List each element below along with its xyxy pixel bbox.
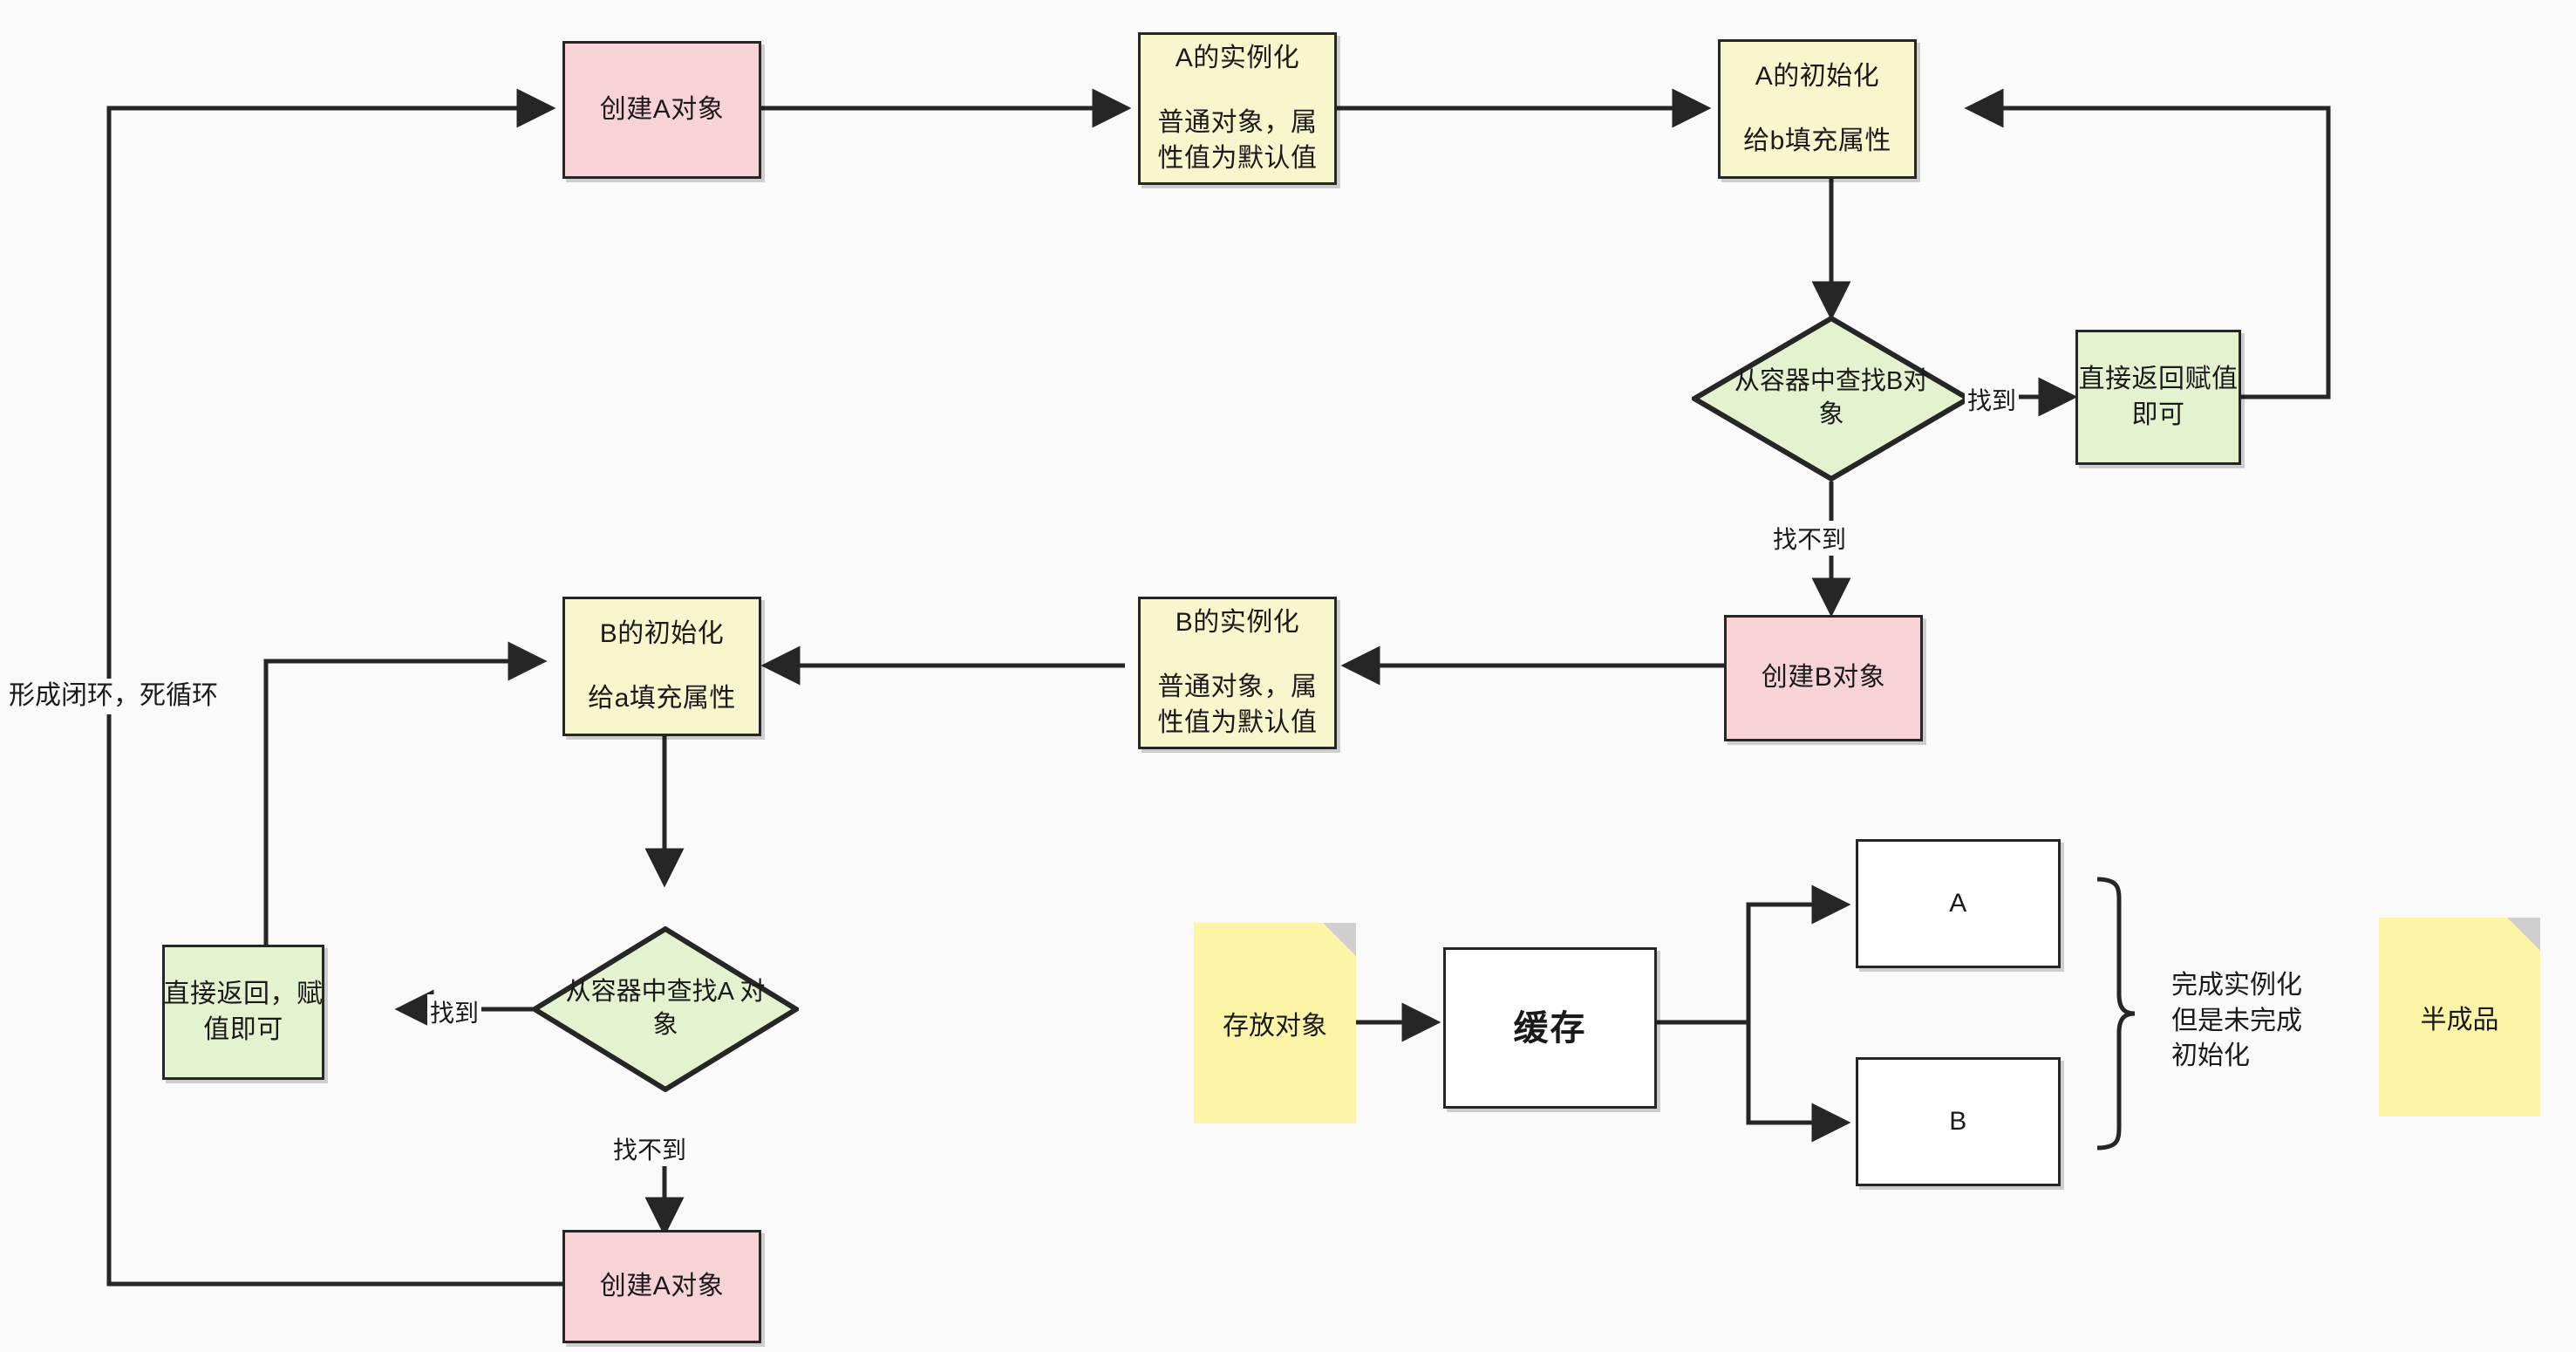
note-store-object-label: 存放对象 — [1223, 1012, 1327, 1041]
node-return-b-line2: 即可 — [2131, 399, 2185, 429]
node-create-a-bottom-label: 创建A对象 — [599, 1271, 725, 1301]
node-instantiate-a-line2: 性值为默认值 — [1157, 143, 1318, 173]
edge-label-not-found-b: 找不到 — [1770, 521, 1850, 556]
node-return-b[interactable]: 直接返回赋值 即可 — [2075, 330, 2241, 465]
note-semi-finished[interactable]: 半成品 — [2379, 918, 2540, 1116]
node-create-a-bottom[interactable]: 创建A对象 — [562, 1230, 761, 1343]
diamond-shape — [532, 926, 799, 1092]
node-return-a[interactable]: 直接返回，赋 值即可 — [162, 945, 324, 1080]
node-instantiate-b-line1: 普通对象，属 — [1157, 673, 1318, 702]
node-instantiate-b-title: B的实例化 — [1175, 607, 1300, 637]
node-init-b[interactable]: B的初始化 给a填充属性 — [562, 597, 761, 736]
node-find-a-label: 从容器中查找A 对象 — [556, 976, 774, 1041]
note-store-object[interactable]: 存放对象 — [1194, 923, 1356, 1123]
node-find-b[interactable]: 从容器中查找B对 象 — [1692, 316, 1971, 481]
node-create-a-top-label: 创建A对象 — [599, 94, 725, 124]
annotation-brace-text: 完成实例化 但是未完成 初始化 — [2171, 968, 2302, 1075]
node-find-a-line2: 对象 — [652, 978, 766, 1039]
node-return-a-line1: 直接返回，赋 — [163, 980, 324, 1008]
node-cache[interactable]: 缓存 — [1443, 947, 1657, 1109]
node-find-a-line1: 从容器中查找A — [565, 978, 733, 1007]
node-return-b-line1: 直接返回赋值 — [2078, 365, 2239, 393]
node-init-b-line1: 给a填充属性 — [588, 684, 736, 713]
node-find-b-line2: 象 — [1818, 400, 1844, 428]
page-fold-icon — [1323, 923, 1356, 956]
node-instantiate-b-line2: 性值为默认值 — [1157, 707, 1318, 737]
node-instantiate-a-line1: 普通对象，属 — [1157, 108, 1318, 138]
annotation-brace-line1: 完成实例化 — [2171, 971, 2302, 1000]
edge-label-found-a: 找到 — [427, 994, 482, 1029]
node-init-b-title: B的初始化 — [599, 618, 725, 648]
edge-label-found-b: 找到 — [1965, 382, 2020, 417]
node-object-b-label: B — [1949, 1106, 1967, 1136]
node-find-b-line1: 从容器中查找B对 — [1734, 367, 1929, 396]
edge-label-not-found-a: 找不到 — [610, 1131, 690, 1166]
node-find-a[interactable]: 从容器中查找A 对象 — [532, 926, 799, 1092]
node-instantiate-a-title: A的实例化 — [1175, 43, 1300, 72]
annotation-dead-loop: 形成闭环，死循环 — [9, 679, 218, 714]
node-object-b[interactable]: B — [1856, 1057, 2061, 1186]
node-init-a[interactable]: A的初始化 给b填充属性 — [1718, 39, 1917, 179]
node-create-a-top[interactable]: 创建A对象 — [562, 41, 761, 179]
node-return-a-line2: 值即可 — [203, 1014, 283, 1044]
node-init-a-title: A的初始化 — [1755, 61, 1880, 91]
note-semi-finished-label: 半成品 — [2420, 1006, 2499, 1034]
node-find-b-label: 从容器中查找B对 象 — [1722, 365, 1940, 431]
node-instantiate-a[interactable]: A的实例化 普通对象，属 性值为默认值 — [1138, 32, 1337, 185]
node-instantiate-b[interactable]: B的实例化 普通对象，属 性值为默认值 — [1138, 597, 1337, 749]
annotation-brace-line2: 但是未完成 — [2171, 1006, 2302, 1035]
node-object-a[interactable]: A — [1856, 839, 2061, 968]
node-cache-label: 缓存 — [1513, 1008, 1587, 1048]
node-create-b[interactable]: 创建B对象 — [1724, 615, 1923, 741]
node-object-a-label: A — [1949, 888, 1967, 918]
diamond-shape — [1692, 316, 1971, 481]
node-create-b-label: 创建B对象 — [1761, 663, 1886, 693]
page-fold-icon — [2507, 918, 2540, 951]
annotation-brace-line3: 初始化 — [2171, 1041, 2250, 1070]
node-init-a-line1: 给b填充属性 — [1743, 126, 1891, 155]
